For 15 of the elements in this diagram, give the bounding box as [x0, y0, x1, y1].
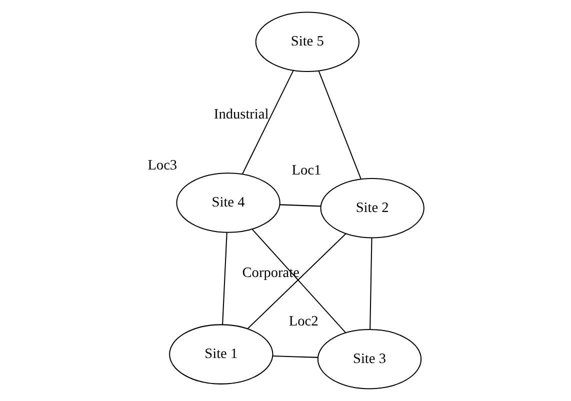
connector	[369, 238, 372, 330]
edge-label: Industrial	[213, 106, 268, 122]
connector	[279, 204, 320, 207]
connector	[222, 232, 227, 325]
connector	[318, 70, 361, 180]
node-ellipse: Site 3	[316, 328, 422, 390]
node-label: Loc3	[147, 157, 177, 174]
connector	[241, 70, 294, 174]
node-ellipse: Site 1	[168, 324, 273, 384]
node-label: Loc2	[288, 314, 318, 330]
node-ellipse: Site 5	[254, 12, 359, 72]
node-label: Loc1	[291, 162, 321, 179]
node-ellipse: Site 4	[176, 172, 280, 233]
node-ellipse: Site 2	[320, 178, 424, 238]
connector	[272, 355, 318, 358]
